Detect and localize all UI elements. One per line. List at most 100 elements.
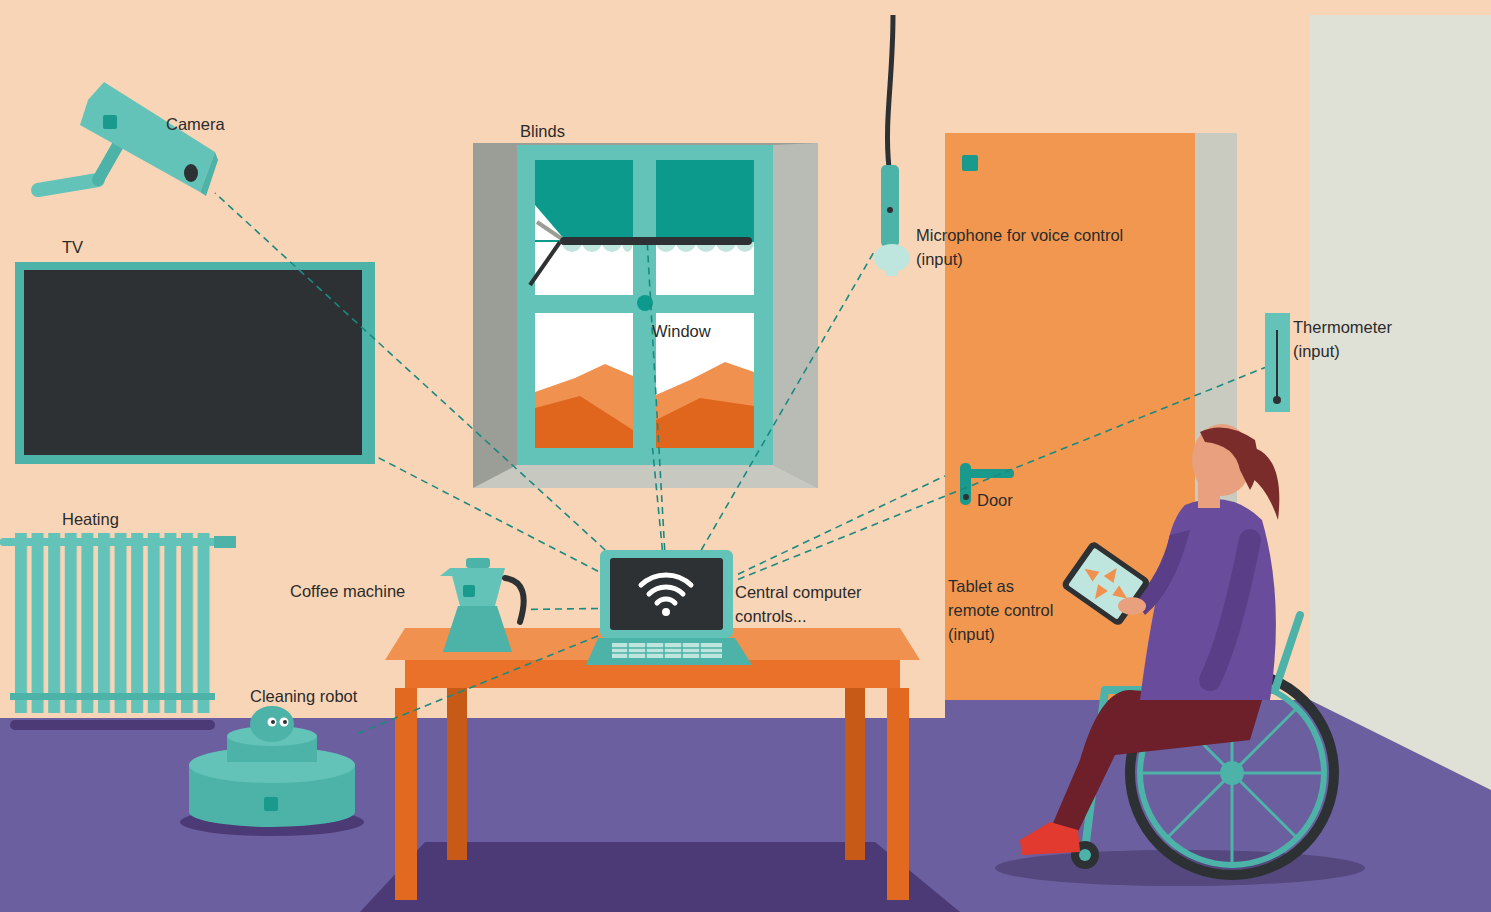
blind-arm bbox=[530, 242, 560, 285]
radiator bbox=[12, 533, 212, 713]
moka-knob bbox=[466, 558, 490, 568]
wifi-icon bbox=[662, 608, 670, 616]
control-link bbox=[530, 608, 598, 611]
thermometer-bulb bbox=[1273, 396, 1281, 404]
robot-eye bbox=[268, 718, 277, 727]
microphone-cable bbox=[887, 15, 893, 168]
device-label: Camera bbox=[166, 112, 276, 136]
device-label: Door bbox=[977, 488, 1057, 512]
moka-handle bbox=[505, 578, 524, 622]
shoe bbox=[1020, 822, 1080, 855]
window-pane bbox=[535, 313, 633, 448]
device-node: Cleaning robot bbox=[190, 708, 355, 828]
legs bbox=[1050, 690, 1262, 838]
window-pane bbox=[656, 160, 754, 295]
radiator-shadow bbox=[10, 720, 215, 730]
window-pane bbox=[535, 160, 633, 295]
hair bbox=[1200, 428, 1258, 491]
mountain bbox=[535, 364, 633, 448]
device-node: Window bbox=[535, 295, 755, 448]
radiator-pipe bbox=[10, 693, 215, 700]
smart-icon bbox=[264, 797, 278, 811]
device-label: Thermometer (input) bbox=[1293, 315, 1413, 363]
side-wall bbox=[1310, 15, 1491, 790]
device-node: Central computer controls... bbox=[598, 550, 738, 665]
mountain bbox=[656, 398, 754, 448]
radiator-valve bbox=[214, 536, 236, 548]
blind-bar bbox=[564, 237, 748, 245]
camera-body bbox=[80, 82, 215, 192]
device-node: TV bbox=[15, 262, 375, 464]
smart-icon bbox=[962, 155, 978, 171]
moka-base bbox=[443, 606, 512, 652]
device-label: Cleaning robot bbox=[250, 684, 400, 708]
thermometer-tube bbox=[1276, 330, 1278, 398]
tv-frame bbox=[15, 262, 375, 464]
blind bbox=[656, 160, 754, 242]
wifi-icon bbox=[641, 575, 691, 603]
control-link bbox=[653, 448, 663, 550]
device-node: Microphone for voice control (input) bbox=[875, 165, 911, 273]
wheel-hub bbox=[1220, 761, 1244, 785]
window-frame bbox=[517, 145, 773, 465]
blind-rod bbox=[537, 222, 565, 241]
device-label: Tablet as remote control (input) bbox=[948, 574, 1060, 646]
camera-arm bbox=[38, 180, 98, 190]
device-label: Microphone for voice control (input) bbox=[916, 223, 1151, 271]
smart-icon bbox=[103, 115, 117, 129]
device-node: Heating bbox=[10, 535, 215, 715]
device-node: Tablet as remote control (input) bbox=[1062, 548, 1148, 618]
device-label: TV bbox=[62, 235, 122, 259]
floor bbox=[0, 700, 1491, 912]
camera-arm bbox=[98, 145, 118, 180]
control-link bbox=[215, 193, 605, 550]
table-leg bbox=[395, 688, 417, 900]
smart-icon bbox=[463, 585, 475, 597]
control-link bbox=[738, 368, 1265, 580]
robot-head bbox=[250, 706, 294, 742]
control-link bbox=[647, 245, 664, 550]
ponytail bbox=[1252, 448, 1279, 520]
window-reveal bbox=[473, 143, 818, 488]
device-node: Blinds bbox=[535, 160, 755, 245]
device-label: Blinds bbox=[520, 119, 620, 143]
arm bbox=[1210, 540, 1250, 680]
moka-spout bbox=[440, 568, 455, 576]
thermometer bbox=[1265, 313, 1290, 412]
camera-lens bbox=[184, 164, 198, 182]
blind-gap bbox=[535, 205, 565, 240]
tablet-frame bbox=[1060, 540, 1151, 627]
table-leg bbox=[887, 688, 909, 900]
front-wheel-hub bbox=[1079, 849, 1091, 861]
camera-face bbox=[200, 152, 218, 196]
microphone-head bbox=[886, 270, 898, 276]
microphone-head bbox=[874, 244, 910, 272]
device-label: Central computer controls... bbox=[735, 580, 895, 628]
blind-scallops bbox=[562, 242, 754, 252]
laptop-screen bbox=[610, 558, 723, 630]
mountain bbox=[656, 362, 754, 448]
device-label: Coffee machine bbox=[290, 579, 440, 603]
hand bbox=[1118, 597, 1146, 615]
robot-eye bbox=[280, 718, 289, 727]
device-label: Window bbox=[652, 319, 752, 343]
keyhole bbox=[963, 494, 969, 500]
microphone-switch bbox=[887, 207, 893, 213]
robot-pupil bbox=[283, 720, 287, 724]
blind bbox=[535, 160, 633, 242]
window-reveal-side bbox=[773, 143, 818, 488]
control-link bbox=[738, 476, 945, 574]
laptop-screen-frame bbox=[600, 550, 733, 638]
device-node: Coffee machine bbox=[445, 565, 530, 655]
table-leg bbox=[845, 688, 865, 860]
control-link bbox=[355, 636, 598, 735]
control-link bbox=[375, 456, 598, 571]
tv-screen bbox=[24, 270, 362, 455]
door-handle bbox=[964, 469, 1014, 478]
laptop-base bbox=[586, 638, 752, 665]
